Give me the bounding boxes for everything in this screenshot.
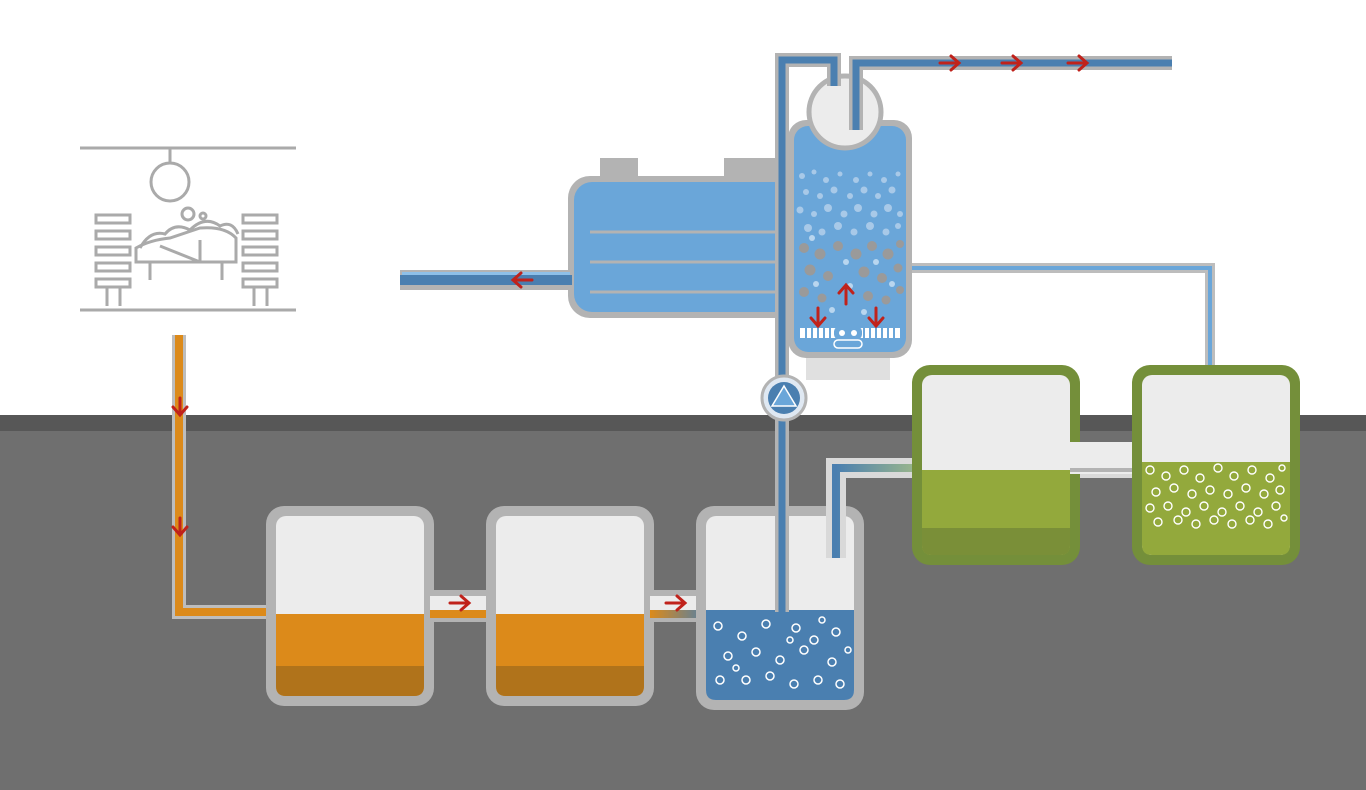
flow-arrow-icon (510, 271, 534, 289)
flow-arrows (171, 54, 1090, 612)
return-pipe (912, 263, 1215, 365)
reactor-media-light (809, 235, 895, 315)
green-tank-2 (1132, 365, 1300, 565)
flow-arrow-icon (938, 54, 962, 72)
flow-arrow-icon (1066, 54, 1090, 72)
connector-1-2-flow (430, 610, 492, 618)
top-outlet-pipe (849, 56, 1172, 130)
flow-arrow-icon (171, 516, 189, 538)
outlet-pipe-left (400, 270, 572, 290)
riser-pipe (775, 53, 841, 612)
water-bubbles (713, 616, 852, 689)
flow-arrow-icon (448, 594, 472, 612)
filter-media-bubbles (1145, 463, 1288, 529)
flow-arrow-icon (171, 396, 189, 418)
flow-arrow-icon (1000, 54, 1024, 72)
green-tank-1 (912, 365, 1080, 565)
flow-arrow-icon (837, 282, 855, 306)
reactor-media-dense (799, 240, 904, 305)
connector-2-3-flow (650, 610, 710, 618)
car-wash-icon (80, 146, 296, 312)
flow-arrow-icon (664, 594, 688, 612)
flow-arrow-icon (867, 306, 885, 329)
settling-tank-2 (486, 506, 654, 706)
flow-arrow-icon (809, 306, 827, 329)
pump-icon (760, 374, 808, 422)
green-connector-edge (1070, 468, 1140, 472)
reactor-media (796, 169, 903, 236)
settling-tank-1 (266, 506, 434, 706)
storage-tank (568, 158, 798, 318)
